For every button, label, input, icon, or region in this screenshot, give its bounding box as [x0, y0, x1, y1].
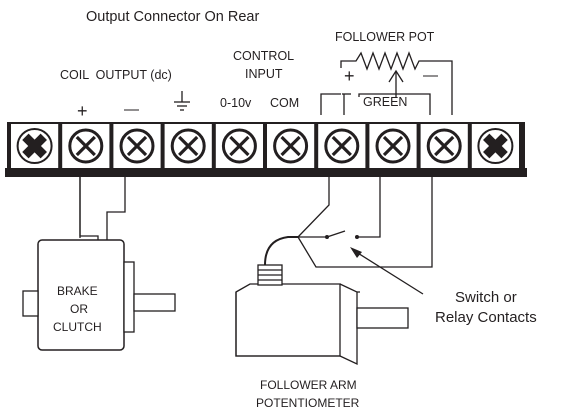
switch-label-line2: Relay Contacts [435, 309, 537, 326]
arm-label-line2: POTENTIOMETER [256, 396, 360, 410]
brake-label-line2: OR [70, 302, 88, 316]
coil-minus-wire [106, 177, 126, 240]
coil-output-label: COIL OUTPUT (dc) [60, 68, 172, 82]
control-0-10v-label: 0-10v [220, 96, 252, 110]
terminal-coil-minus [113, 124, 161, 168]
follower-pot-symbol [320, 51, 453, 115]
brake-clutch-unit [22, 239, 176, 351]
terminal-block [5, 122, 527, 177]
page-title: Output Connector On Rear [86, 9, 259, 25]
terminal-pot-wiper-green [369, 124, 417, 168]
coil-plus-sign: + [77, 101, 88, 121]
follower-pot-label: FOLLOWER POT [335, 30, 435, 44]
terminal-pot-plus [318, 124, 366, 168]
coil-minus-sign: — [124, 101, 139, 118]
arm-label-line1: FOLLOWER ARM [260, 378, 357, 392]
control-input-label-line2: INPUT [245, 67, 283, 81]
pot-minus-sign: — [423, 67, 438, 84]
switch-pointer-arrow [350, 247, 424, 295]
pot-wiring [297, 177, 433, 268]
brake-label-line3: CLUTCH [53, 320, 102, 334]
ground-icon [174, 91, 190, 111]
coil-plus-wire [79, 177, 99, 240]
pot-plus-sign: + [344, 66, 355, 86]
terminal-ground [164, 124, 212, 168]
follower-arm-potentiometer [235, 236, 409, 366]
control-input-label-line1: CONTROL [233, 49, 294, 63]
terminal-mount-left [11, 124, 59, 168]
control-com-label: COM [270, 96, 299, 110]
switch-label-line1: Switch or [455, 289, 517, 306]
terminal-pot-minus [420, 124, 468, 168]
brake-label-line1: BRAKE [57, 284, 98, 298]
terminal-mount-right [471, 124, 519, 168]
green-label: GREEN [363, 95, 407, 109]
terminal-control-0-10v [215, 124, 263, 168]
terminal-coil-plus [62, 124, 110, 168]
terminal-control-com [267, 124, 315, 168]
